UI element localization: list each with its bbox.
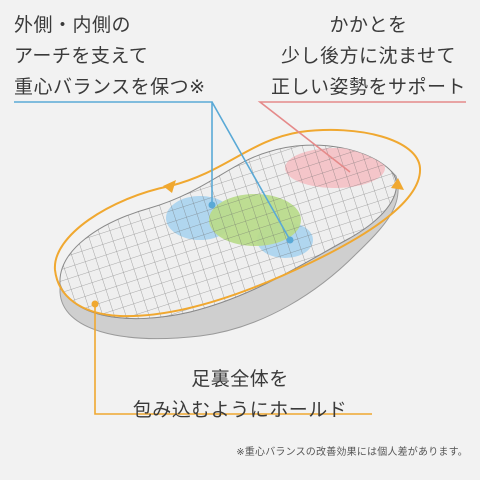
hold-label-line-2: 包み込むようにホールド bbox=[132, 399, 348, 421]
arch-label-line-3: 重心バランスを保つ※ bbox=[14, 76, 206, 98]
heel-label-line-1: かかとを bbox=[329, 14, 408, 36]
hold-marker bbox=[91, 300, 99, 308]
arch-label-line-1: 外側・内側の bbox=[14, 14, 132, 36]
arch-marker-inner bbox=[286, 236, 294, 244]
arch-leader-line bbox=[14, 101, 291, 241]
heel-label-line-2: 少し後方に沈ませて bbox=[281, 45, 456, 67]
hold-label-line-1: 足裏全体を bbox=[191, 368, 289, 390]
footnote: ※重心バランスの改善効果には個人差があります。 bbox=[236, 447, 468, 458]
hold-leader-line bbox=[94, 304, 372, 415]
hold-label: 足裏全体を 包み込むようにホールド bbox=[133, 364, 348, 426]
hold-arrow-icon bbox=[163, 180, 176, 193]
heel-leader-line bbox=[257, 101, 466, 173]
heel-support-label: かかとを 少し後方に沈ませて 正しい姿勢をサポート bbox=[271, 10, 466, 103]
arch-label-line-2: アーチを支えて bbox=[14, 45, 149, 67]
heel-label-line-3: 正しい姿勢をサポート bbox=[270, 76, 466, 98]
arch-support-label: 外側・内側の アーチを支えて 重心バランスを保つ※ bbox=[14, 10, 206, 103]
arch-marker-outer bbox=[208, 201, 216, 209]
hold-arrow-icon bbox=[391, 178, 404, 190]
